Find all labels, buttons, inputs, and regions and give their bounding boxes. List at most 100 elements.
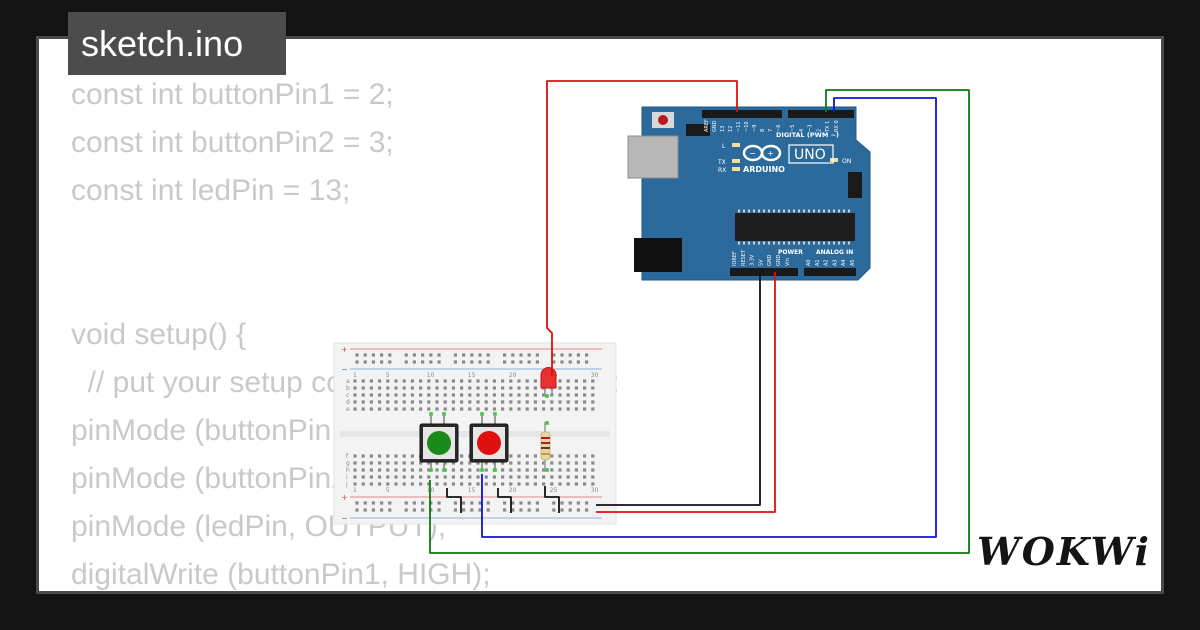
breadboard-hole <box>574 475 578 479</box>
row-letter: e <box>346 406 350 413</box>
breadboard-hole <box>386 407 390 411</box>
breadboard-hole <box>451 482 455 486</box>
pin-label: 7 <box>768 129 774 132</box>
rail-minus-bottom: − <box>341 514 348 523</box>
wire-black-gnd-to-rail <box>596 272 761 506</box>
rail-hole <box>355 501 359 505</box>
breadboard-hole <box>558 400 562 404</box>
breadboard-hole <box>410 379 414 383</box>
breadboard-hole <box>509 400 513 404</box>
breadboard-hole <box>460 393 464 397</box>
breadboard-hole <box>369 454 373 458</box>
rail-hole <box>560 508 564 512</box>
breadboard-hole <box>517 461 521 465</box>
rail-hole <box>535 501 539 505</box>
rail-hole <box>380 501 384 505</box>
breadboard-hole <box>435 468 439 472</box>
breadboard-hole <box>574 393 578 397</box>
rail-hole <box>585 508 589 512</box>
rail-hole <box>453 501 457 505</box>
icsp-header-right <box>848 172 862 198</box>
rail-hole <box>503 360 507 364</box>
breadboard-hole <box>386 468 390 472</box>
breadboard-hole <box>484 400 488 404</box>
rail-hole <box>380 508 384 512</box>
breadboard-hole <box>410 400 414 404</box>
breadboard-hole <box>402 379 406 383</box>
analog-pin-label: A0 <box>806 259 812 266</box>
pin-label: 4 <box>799 129 805 132</box>
breadboard-hole <box>443 461 447 465</box>
breadboard-hole <box>476 386 480 390</box>
rail-hole <box>470 360 474 364</box>
wire-red-5v-to-rail <box>596 272 776 513</box>
wokwi-logo: WOKWi <box>972 524 1156 580</box>
led-on-indicator <box>830 158 838 162</box>
code-line: const int ledPin = 13; <box>71 174 351 207</box>
breadboard-hole <box>566 461 570 465</box>
rail-hole <box>429 360 433 364</box>
breadboard-hole <box>484 475 488 479</box>
rail-hole <box>404 360 408 364</box>
breadboard-hole <box>460 400 464 404</box>
breadboard-hole <box>369 379 373 383</box>
breadboard-hole <box>566 482 570 486</box>
rail-hole <box>404 501 408 505</box>
wire-red-pin13-to-led <box>546 80 738 376</box>
rail-plus-top: + <box>341 345 348 354</box>
breadboard-hole <box>353 393 357 397</box>
breadboard-hole <box>558 454 562 458</box>
breadboard-hole <box>410 407 414 411</box>
rail-hole <box>486 501 490 505</box>
breadboard-hole <box>353 400 357 404</box>
breadboard-hole <box>443 386 447 390</box>
breadboard-hole <box>501 386 505 390</box>
breadboard-hole <box>509 379 513 383</box>
breadboard-hole <box>492 400 496 404</box>
breadboard-hole <box>394 386 398 390</box>
rail-hole <box>470 353 474 357</box>
breadboard-hole <box>566 407 570 411</box>
breadboard-hole <box>361 400 365 404</box>
breadboard-hole <box>394 407 398 411</box>
breadboard-hole <box>501 475 505 479</box>
breadboard-hole <box>509 386 513 390</box>
breadboard-hole <box>443 475 447 479</box>
rail-hole <box>462 501 466 505</box>
rail-hole <box>355 508 359 512</box>
breadboard-hole <box>369 482 373 486</box>
breadboard-hole <box>501 461 505 465</box>
breadboard-hole <box>410 475 414 479</box>
rail-hole <box>527 360 531 364</box>
breadboard-hole <box>353 461 357 465</box>
breadboard-hole <box>378 482 382 486</box>
code-line: pinMode (ledPin, OUTPUT); <box>71 510 447 543</box>
rail-hole <box>478 360 482 364</box>
rail-hole <box>453 508 457 512</box>
rail-hole <box>462 353 466 357</box>
rail-hole <box>404 353 408 357</box>
row-letter: h <box>346 467 350 474</box>
breadboard-hole <box>402 386 406 390</box>
rail-hole <box>560 360 564 364</box>
power-pin-label: RESET <box>741 249 747 266</box>
pin-label: 12 <box>728 126 734 132</box>
breadboard-hole <box>542 482 546 486</box>
code-line: const int buttonPin2 = 3; <box>71 126 394 159</box>
breadboard-hole <box>583 386 587 390</box>
breadboard-hole <box>402 454 406 458</box>
breadboard-hole <box>583 461 587 465</box>
breadboard-hole <box>435 400 439 404</box>
breadboard-hole <box>369 468 373 472</box>
rail-hole <box>404 508 408 512</box>
board-brand: ARDUINO <box>743 165 785 174</box>
breadboard-hole <box>492 407 496 411</box>
breadboard-hole <box>509 482 513 486</box>
breadboard-hole <box>558 468 562 472</box>
breadboard-hole <box>558 386 562 390</box>
breadboard-hole <box>566 393 570 397</box>
breadboard-hole <box>509 461 513 465</box>
row-letter: f <box>346 453 349 460</box>
breadboard-hole <box>501 393 505 397</box>
